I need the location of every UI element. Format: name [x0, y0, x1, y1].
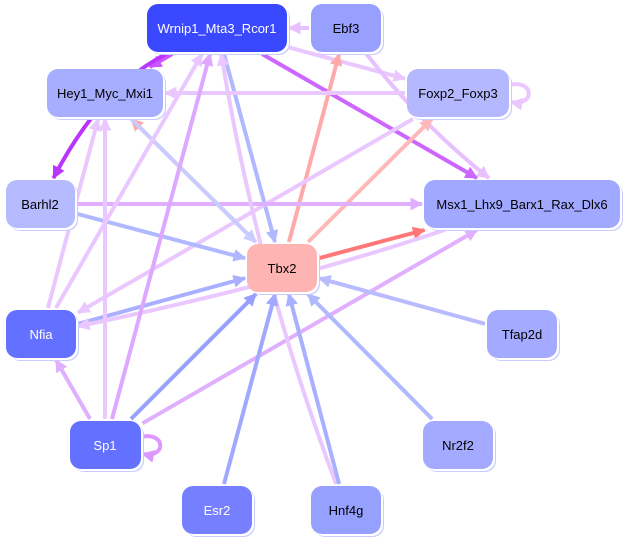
edge-sp1-to-nfia — [54, 358, 92, 420]
edge-wrnip1_mta3_rcor1-to-tbx2 — [222, 53, 279, 244]
node-label: Tbx2 — [267, 260, 297, 276]
edge-wrnip1_mta3_rcor1-to-foxp2_foxp3 — [288, 45, 407, 82]
node-label: Sp1 — [93, 437, 117, 453]
edge-sp1-to-msx1_lhx9_barx1_rax_dlx6 — [141, 228, 479, 426]
edge-nr2f2-to-tbx2 — [306, 292, 434, 421]
edge-sp1-to-sp1 — [140, 434, 163, 463]
edge-tbx2-to-ebf3 — [287, 52, 343, 243]
node-foxp2_foxp3[interactable]: Foxp2_Foxp3 — [407, 69, 509, 117]
node-label: Wrnip1_Mta3_Rcor1 — [157, 20, 277, 36]
node-wrnip1_mta3_rcor1[interactable]: Wrnip1_Mta3_Rcor1 — [147, 4, 287, 52]
node-label: Foxp2_Foxp3 — [418, 85, 498, 101]
edge-wrnip1_mta3_rcor1-to-hey1_myc_mxi1 — [148, 52, 174, 69]
edge-sp1-to-wrnip1_mta3_rcor1 — [110, 52, 214, 420]
edge-tbx2-to-msx1_lhx9_barx1_rax_dlx6 — [318, 226, 426, 261]
node-label: Hnf4g — [328, 502, 364, 518]
node-label: Tfap2d — [501, 326, 543, 342]
node-barhl2[interactable]: Barhl2 — [5, 180, 75, 228]
edge-hnf4g-to-tbx2 — [285, 292, 342, 485]
node-label: Barhl2 — [21, 196, 59, 212]
node-label: Ebf3 — [332, 20, 360, 36]
node-sp1[interactable]: Sp1 — [69, 421, 141, 469]
node-tbx2[interactable]: Tbx2 — [247, 244, 317, 292]
node-hnf4g[interactable]: Hnf4g — [311, 486, 381, 534]
node-ebf3[interactable]: Ebf3 — [311, 4, 381, 52]
edge-esr2-to-tbx2 — [222, 292, 279, 485]
node-label: Msx1_Lhx9_Barx1_Rax_Dlx6 — [436, 196, 608, 212]
node-label: Hey1_Myc_Mxi1 — [56, 85, 154, 101]
edge-foxp2_foxp3-to-nfia — [76, 117, 415, 315]
edge-tbx2-to-foxp2_foxp3 — [306, 117, 434, 244]
edge-nfia-to-wrnip1_mta3_rcor1 — [54, 52, 204, 309]
node-hey1_myc_mxi1[interactable]: Hey1_Myc_Mxi1 — [47, 69, 163, 117]
node-tfap2d[interactable]: Tfap2d — [487, 310, 557, 358]
node-esr2[interactable]: Esr2 — [182, 486, 252, 534]
edge-foxp2_foxp3-to-foxp2_foxp3 — [508, 82, 531, 111]
node-nr2f2[interactable]: Nr2f2 — [423, 421, 493, 469]
edge-sp1-to-tbx2 — [129, 292, 258, 421]
node-nfia[interactable]: Nfia — [6, 310, 76, 358]
node-msx1_lhx9_barx1_rax_dlx6[interactable]: Msx1_Lhx9_Barx1_Rax_Dlx6 — [424, 180, 620, 228]
edge-wrnip1_mta3_rcor1-to-msx1_lhx9_barx1_rax_dlx6 — [261, 52, 479, 180]
node-label: Nr2f2 — [442, 437, 474, 453]
edge-tfap2d-to-tbx2 — [317, 275, 486, 326]
node-label: Nfia — [29, 326, 53, 342]
node-label: Esr2 — [203, 502, 231, 518]
